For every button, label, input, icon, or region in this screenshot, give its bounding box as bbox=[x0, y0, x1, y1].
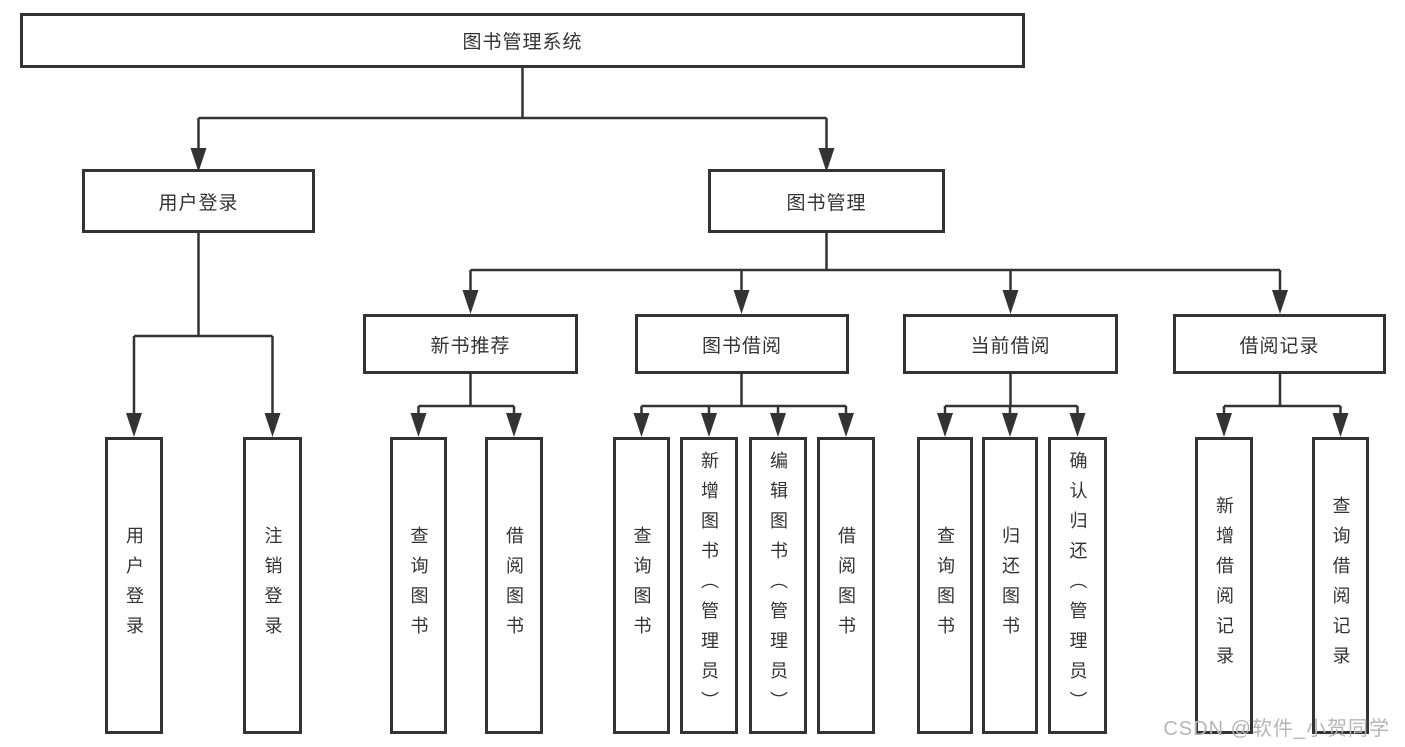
connector-user-login-branch bbox=[132, 233, 274, 415]
leaf-borrow-query-book: 查询图书 bbox=[613, 437, 670, 734]
node-current-borrow: 当前借阅 bbox=[903, 314, 1118, 374]
leaf-borrow-edit-book-admin: 编辑图书（管理员） bbox=[749, 437, 807, 734]
node-label: 用户登录 bbox=[124, 525, 144, 646]
node-label: 借阅图书 bbox=[504, 525, 524, 646]
leaf-current-return-book: 归还图书 bbox=[982, 437, 1038, 734]
node-label: 新增借阅记录 bbox=[1214, 495, 1234, 676]
arrowhead-down-icon bbox=[410, 413, 427, 437]
node-user-login: 用户登录 bbox=[82, 169, 315, 233]
node-label: 编辑图书（管理员） bbox=[768, 450, 788, 721]
leaf-current-confirm-return-admin: 确认归还（管理员） bbox=[1048, 437, 1107, 734]
arrowhead-down-icon bbox=[1002, 290, 1019, 314]
connector-root-to-level2 bbox=[197, 68, 828, 150]
node-label: 确认归还（管理员） bbox=[1067, 450, 1088, 721]
node-label: 当前借阅 bbox=[970, 335, 1051, 357]
connector-book-borrow-branch bbox=[640, 374, 848, 415]
arrowhead-down-icon bbox=[770, 413, 786, 437]
leaf-newbook-borrow-book: 借阅图书 bbox=[485, 437, 543, 734]
arrowhead-down-icon bbox=[1332, 413, 1349, 437]
arrowhead-down-icon bbox=[506, 413, 522, 437]
arrowhead-down-icon bbox=[733, 290, 750, 314]
node-label: 借阅记录 bbox=[1239, 335, 1320, 357]
node-label: 查询图书 bbox=[935, 525, 955, 646]
leaf-borrow-borrow-book: 借阅图书 bbox=[817, 437, 875, 734]
connector-new-book-branch bbox=[417, 374, 516, 415]
node-label: 图书借阅 bbox=[701, 335, 782, 357]
arrowhead-down-icon bbox=[838, 413, 854, 437]
leaf-newbook-query-book: 查询图书 bbox=[390, 437, 447, 734]
node-label: 查询借阅记录 bbox=[1330, 495, 1351, 676]
arrowhead-down-icon bbox=[1216, 413, 1232, 437]
node-root-system: 图书管理系统 bbox=[20, 13, 1025, 68]
node-label: 查询图书 bbox=[631, 525, 652, 646]
arrowhead-down-icon bbox=[937, 413, 953, 437]
arrowhead-down-icon bbox=[1002, 413, 1018, 437]
node-book-borrow: 图书借阅 bbox=[635, 314, 849, 374]
node-label: 注销登录 bbox=[262, 525, 283, 646]
node-book-management: 图书管理 bbox=[708, 169, 945, 233]
arrowhead-down-icon bbox=[1069, 413, 1086, 437]
leaf-user-login: 用户登录 bbox=[105, 437, 163, 734]
connector-current-borrow-branch bbox=[943, 374, 1079, 415]
csdn-watermark: CSDN @软件_小贺同学 bbox=[1163, 718, 1390, 740]
node-label: 借阅图书 bbox=[836, 525, 856, 646]
arrowhead-down-icon bbox=[462, 290, 479, 314]
node-label: 用户登录 bbox=[158, 192, 239, 214]
arrowhead-down-icon bbox=[701, 413, 717, 437]
leaf-current-query-book: 查询图书 bbox=[917, 437, 973, 734]
arrowhead-down-icon bbox=[1272, 290, 1288, 314]
node-label: 查询图书 bbox=[408, 525, 429, 646]
node-new-book-recommend: 新书推荐 bbox=[363, 314, 578, 374]
leaf-logout: 注销登录 bbox=[243, 437, 302, 734]
node-label: 新增图书（管理员） bbox=[699, 450, 719, 721]
arrowhead-down-icon bbox=[264, 413, 281, 437]
leaf-borrow-add-book-admin: 新增图书（管理员） bbox=[680, 437, 738, 734]
node-label: 归还图书 bbox=[1000, 525, 1020, 646]
node-borrow-record: 借阅记录 bbox=[1173, 314, 1386, 374]
connector-borrow-record-branch bbox=[1222, 374, 1342, 415]
node-label: 图书管理系统 bbox=[462, 32, 583, 53]
node-label: 新书推荐 bbox=[430, 335, 511, 357]
arrowhead-down-icon bbox=[633, 413, 650, 437]
connector-book-management-branch bbox=[469, 233, 1282, 292]
leaf-record-query-record: 查询借阅记录 bbox=[1312, 437, 1369, 734]
leaf-record-add-record: 新增借阅记录 bbox=[1195, 437, 1253, 734]
arrowhead-down-icon bbox=[126, 413, 142, 437]
node-label: 图书管理 bbox=[786, 192, 867, 214]
